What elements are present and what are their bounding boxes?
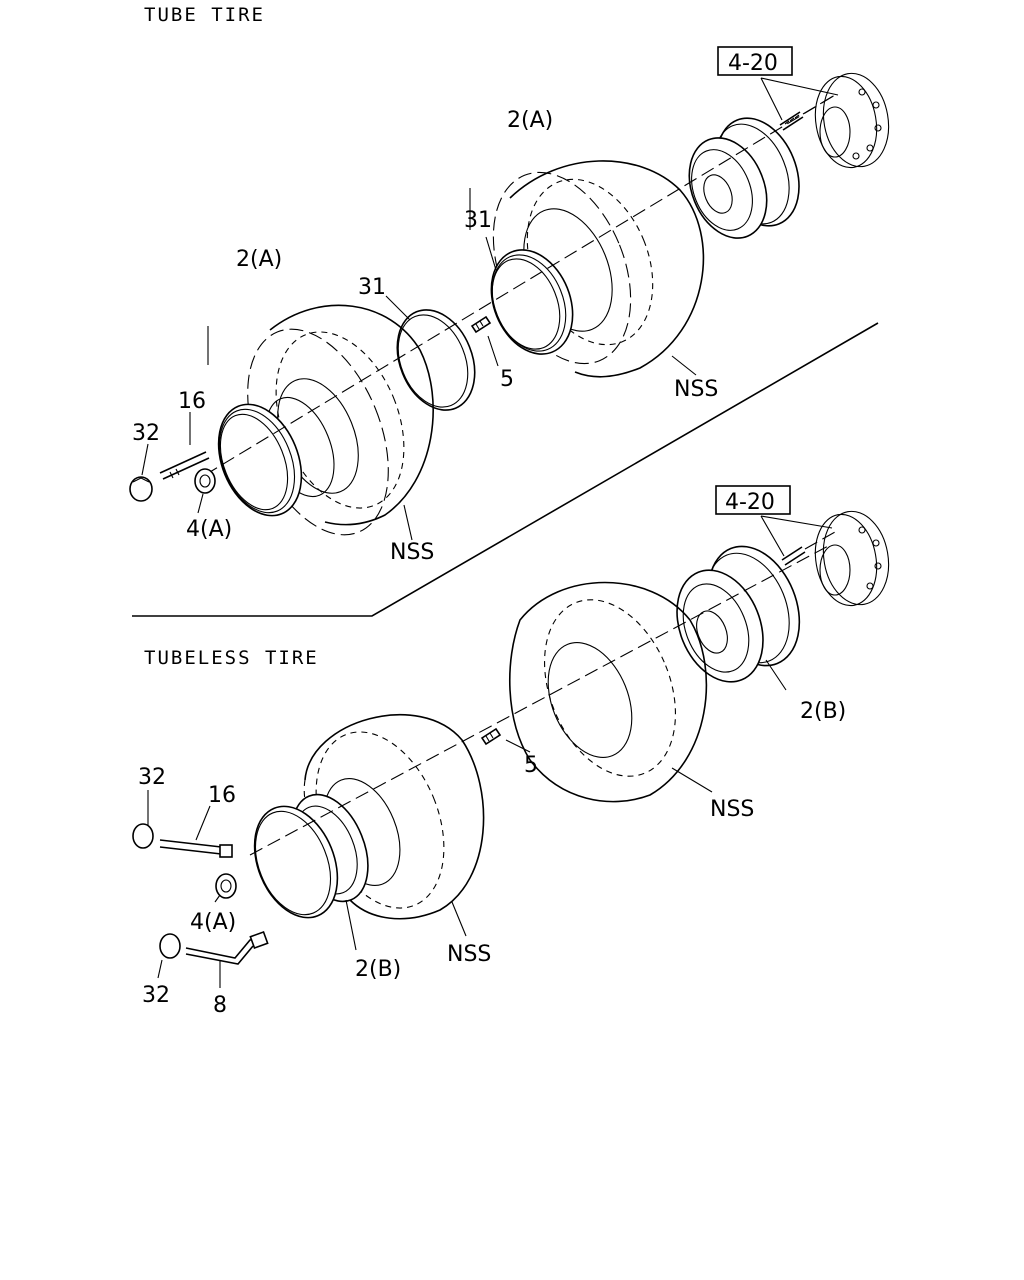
leader-lines-tubeless [147, 515, 833, 988]
assembly-axis-tubeless [249, 544, 831, 856]
label-tl-8: 8 [213, 993, 227, 1018]
rear-tire-upper [492, 160, 705, 378]
label-tl-2b-rear: 2(B) [800, 699, 846, 724]
front-wheel-lower [253, 793, 369, 919]
tube-tire-section-title: TUBE TIRE [144, 4, 265, 26]
valve-tube [470, 315, 492, 334]
inner-bolt-tubeless [159, 839, 233, 858]
assembly-axis-tube [204, 94, 836, 476]
rear-flap-ring-upper [490, 249, 574, 355]
label-tl-32-bottom: 32 [142, 983, 170, 1008]
hub-upper [814, 72, 890, 169]
cap-nut-tube [194, 468, 216, 494]
nut-tubeless-top [132, 823, 154, 849]
label-tube-16: 16 [178, 389, 206, 414]
ref-box-upper [717, 46, 793, 76]
label-tube-nss-rear: NSS [674, 377, 718, 402]
label-tl-16: 16 [208, 783, 236, 808]
label-tl-nss-rear: NSS [710, 797, 754, 822]
label-tl-nss-front: NSS [447, 942, 491, 967]
section-divider-line [132, 322, 879, 617]
label-tube-2a-front: 2(A) [236, 247, 282, 272]
front-wheel-upper [217, 396, 335, 517]
label-tl-5: 5 [524, 753, 538, 778]
label-tube-32: 32 [132, 421, 160, 446]
rear-wheel-lower [676, 545, 801, 683]
label-tube-nss-front: NSS [390, 540, 434, 565]
hub-lower [814, 510, 890, 607]
label-tl-4a: 4(A) [190, 910, 236, 935]
cap-nut-tubeless [215, 873, 237, 899]
ref-label-upper: 4-20 [728, 51, 778, 76]
label-tube-31-rear: 31 [464, 208, 492, 233]
ref-label-lower: 4-20 [725, 490, 775, 515]
label-tube-5: 5 [500, 367, 514, 392]
leader-lines-tube [141, 77, 839, 541]
rear-tire-lower [508, 581, 708, 803]
label-tube-31-front: 31 [358, 275, 386, 300]
valve-tubeless [480, 727, 502, 746]
ref-box-lower [715, 485, 791, 515]
inner-bolt-tube [159, 451, 210, 480]
rear-wheel-upper [688, 117, 800, 239]
nut-tubeless-bottom [159, 933, 181, 959]
label-tl-2b-front: 2(B) [355, 957, 401, 982]
front-flap-ring-upper [396, 309, 476, 411]
label-tl-32-top: 32 [138, 765, 166, 790]
wheel-stud-lower [781, 531, 836, 566]
label-tube-4a: 4(A) [186, 517, 232, 542]
valve-extension-8 [185, 930, 269, 965]
tubeless-tire-section-title: TUBELESS TIRE [144, 647, 319, 669]
nut-tube [129, 476, 153, 502]
label-tube-2a-rear: 2(A) [507, 108, 553, 133]
